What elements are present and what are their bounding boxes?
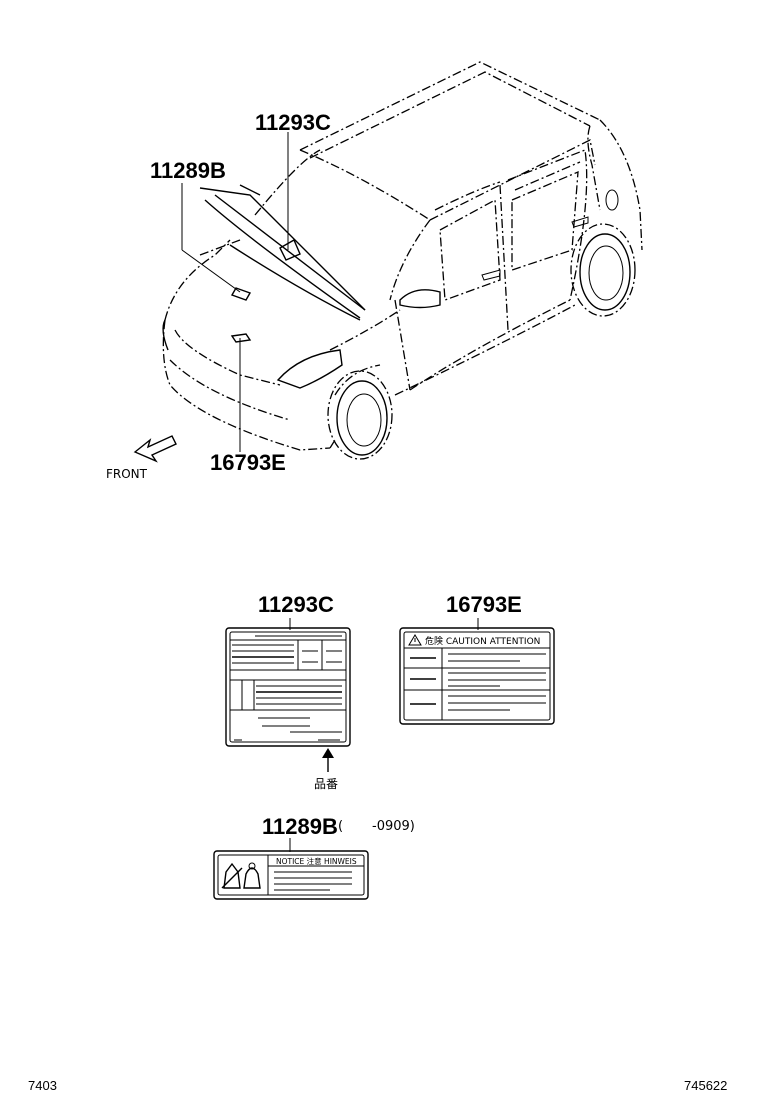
detail-11293c-part-number: 11293C — [258, 592, 334, 617]
leader-lines — [181, 132, 289, 452]
label-11289b-header: NOTICE 注意 HINWEIS — [276, 856, 357, 866]
front-arrow-label: FRONT — [106, 467, 148, 481]
arrow-up-icon — [322, 748, 334, 772]
footer-right-code: 745622 — [684, 1078, 727, 1093]
callout-11289b: 11289B — [150, 158, 226, 183]
label-11289b-drawing — [213, 850, 369, 900]
detail-16793e-part-number: 16793E — [446, 592, 522, 617]
callout-11293c: 11293C — [255, 110, 331, 135]
warning-triangle-icon — [408, 634, 422, 646]
callout-16793e: 16793E — [210, 450, 286, 475]
label-11293c-drawing — [225, 627, 351, 747]
parts-number-mark: 品番 — [314, 777, 338, 791]
car-illustration — [162, 61, 643, 460]
label-16793e-drawing — [399, 627, 555, 725]
detail-11289b-range-note: ( -0909) — [338, 819, 415, 834]
detail-11289b-part-number: 11289B — [262, 814, 338, 839]
front-arrow-icon — [133, 435, 177, 463]
footer-left-code: 7403 — [28, 1078, 57, 1093]
label-16793e-header: 危険 CAUTION ATTENTION — [425, 635, 540, 647]
